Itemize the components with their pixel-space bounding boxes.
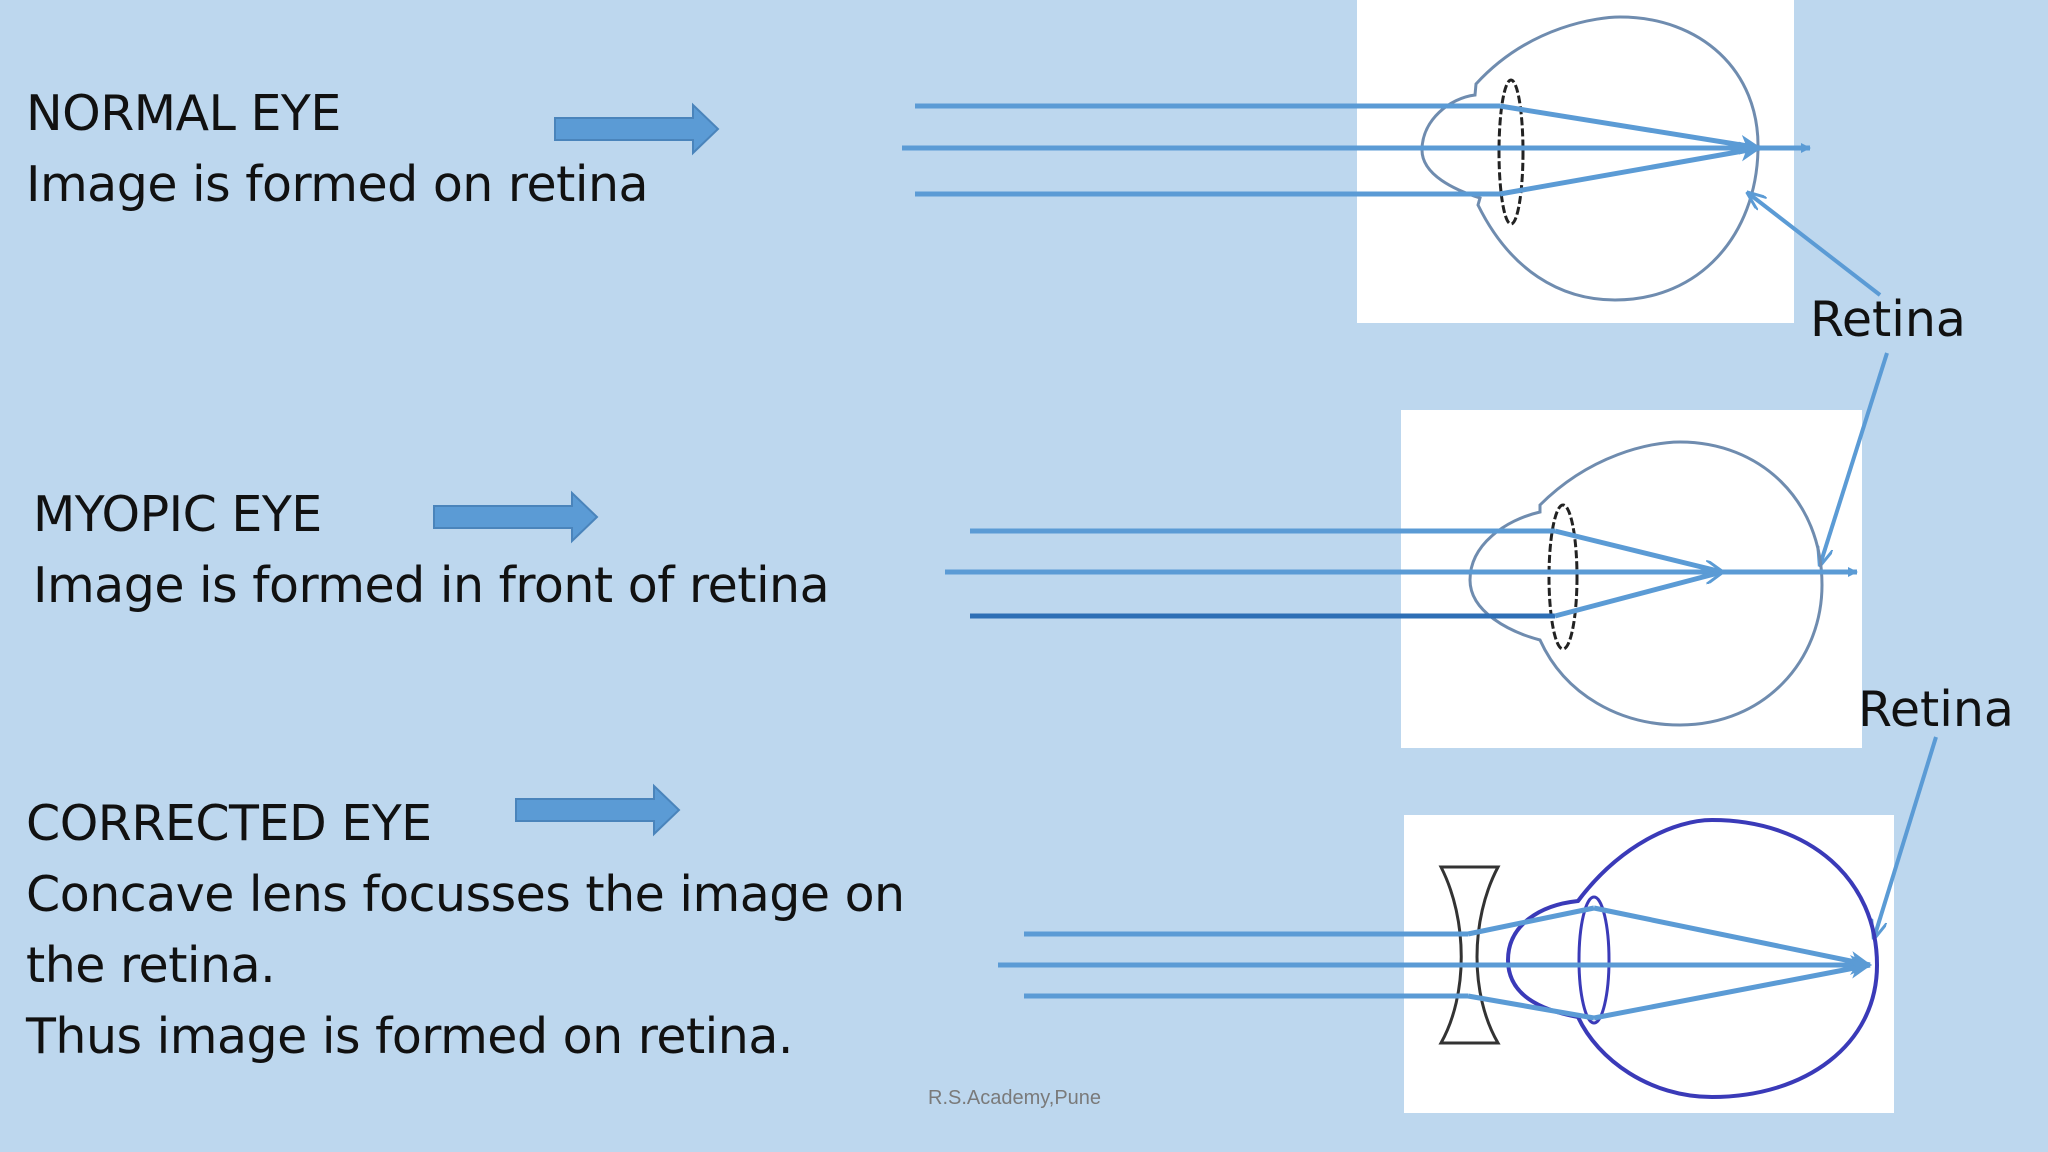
myopic-eye-panel bbox=[1401, 410, 1862, 748]
normal-eye-heading: NORMAL EYE bbox=[26, 85, 341, 142]
corrected-eye-heading: CORRECTED EYE bbox=[26, 795, 432, 852]
myopic-eye-heading: MYOPIC EYE bbox=[33, 486, 322, 543]
retina-label-top: Retina bbox=[1810, 291, 1966, 348]
retina-label-bottom: Retina bbox=[1858, 681, 2014, 738]
corrected-eye-description-2: the retina. bbox=[26, 937, 276, 994]
normal-eye-diagram bbox=[902, 15, 1811, 302]
myopic-eye-description: Image is formed in front of retina bbox=[33, 557, 830, 614]
corrected-eye-lens bbox=[1577, 895, 1611, 1025]
myopic-eyeball-outline bbox=[1468, 440, 1824, 727]
corrected-eye-description-3: Thus image is formed on retina. bbox=[26, 1008, 793, 1065]
myopic-lens bbox=[1547, 503, 1579, 651]
normal-lens bbox=[1497, 78, 1525, 226]
normal-eyeball-outline bbox=[1420, 15, 1760, 302]
myopic-block-arrow bbox=[433, 490, 599, 544]
corrected-eyeball-outline bbox=[1505, 817, 1880, 1100]
myopic-eye-diagram bbox=[945, 440, 1858, 727]
corrected-eye-diagram bbox=[998, 817, 1880, 1100]
corrected-block-arrow bbox=[515, 783, 681, 837]
corrected-eye-text: CORRECTED EYE Concave lens focusses the … bbox=[26, 788, 905, 1072]
footer-credit: R.S.Academy,Pune bbox=[928, 1087, 1102, 1109]
retina-pointer-bottom bbox=[1874, 736, 1938, 938]
retina-pointer-top-1 bbox=[1748, 193, 1882, 297]
myopic-eye-text: MYOPIC EYE Image is formed in front of r… bbox=[33, 479, 830, 621]
normal-eye-description: Image is formed on retina bbox=[26, 156, 649, 213]
retina-pointer-top-2 bbox=[1820, 352, 1889, 565]
concave-lens bbox=[1438, 865, 1501, 1045]
corrected-eye-description-1: Concave lens focusses the image on bbox=[26, 866, 905, 923]
normal-block-arrow bbox=[554, 102, 720, 156]
normal-eye-text: NORMAL EYE Image is formed on retina bbox=[26, 78, 649, 220]
